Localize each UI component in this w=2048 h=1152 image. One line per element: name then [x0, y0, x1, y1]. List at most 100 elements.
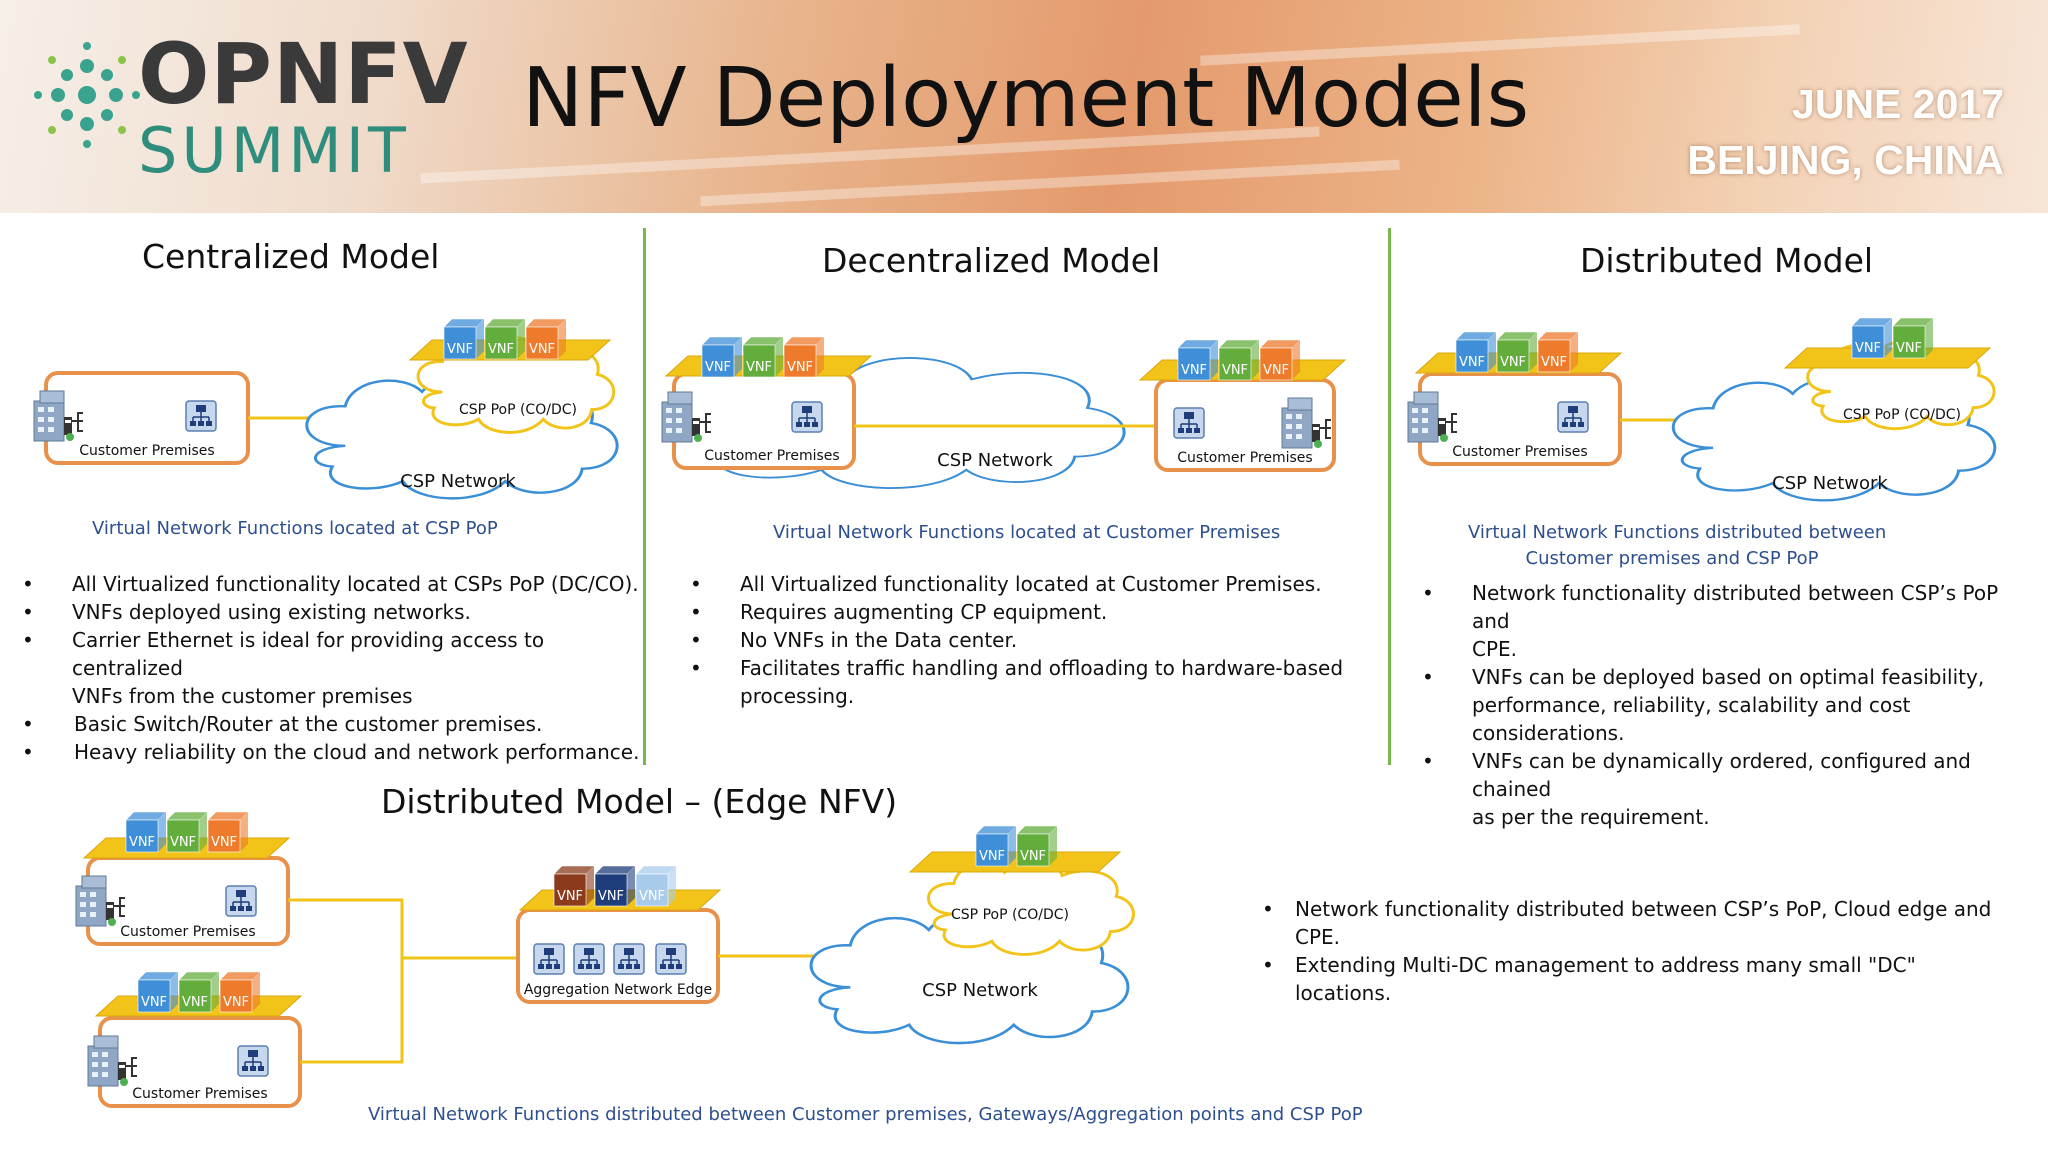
- vnf-icon: [137, 979, 171, 1013]
- vnf-icon: [742, 344, 776, 378]
- aggregation-edge-label: Aggregation Network Edge: [524, 982, 712, 998]
- vnf-icon: [219, 979, 253, 1013]
- switch-icon: [533, 943, 565, 975]
- vnf-icon-side: [775, 337, 783, 377]
- centralized-heading: Centralized Model: [142, 237, 440, 276]
- list-item: •Requires augmenting CP equipment.: [690, 600, 1108, 624]
- vnf-label: VNF: [705, 360, 731, 375]
- list-item-continuation: CPE.: [1295, 925, 1341, 949]
- vnf-label: VNF: [979, 849, 1005, 864]
- vnf-label: VNF: [1020, 849, 1046, 864]
- distributed-bullets: •Network functionality distributed betwe…: [1422, 579, 2042, 831]
- vnf-icon: [1177, 347, 1211, 381]
- vnf-label: VNF: [1181, 363, 1207, 378]
- vnf-label: VNF: [141, 995, 167, 1010]
- customer-premises-label: Customer Premises: [79, 443, 214, 459]
- vnf-label: VNF: [557, 889, 583, 904]
- vnf-label: VNF: [529, 342, 555, 357]
- customer-premises-label: Customer Premises: [704, 448, 839, 464]
- switch-icon: [613, 943, 645, 975]
- switch-icon: [185, 400, 217, 432]
- list-item-continuation: CPE.: [1472, 637, 1518, 661]
- list-item-continuation: as per the requirement.: [1472, 805, 1710, 829]
- vnf-icon: [594, 873, 628, 907]
- vnf-icon: [1259, 347, 1293, 381]
- vnf-icon: [484, 326, 518, 360]
- vnf-icon-side: [158, 812, 166, 852]
- vnf-icon: [166, 819, 200, 853]
- vnf-icon-side: [199, 812, 207, 852]
- column-separator: [643, 228, 646, 765]
- list-item: •Network functionality distributed betwe…: [1262, 897, 1992, 921]
- vnf-icon-side: [586, 866, 594, 906]
- distributed-heading: Distributed Model: [1580, 241, 1874, 280]
- vnf-icon: [783, 344, 817, 378]
- vnf-icon: [443, 326, 477, 360]
- logo-wordmark: OPNFV: [138, 25, 469, 123]
- centralized-caption: Virtual Network Functions located at CSP…: [92, 518, 498, 539]
- customer-premises-label: Customer Premises: [1177, 450, 1312, 466]
- vnf-icon: [1016, 833, 1050, 867]
- vnf-label: VNF: [1263, 363, 1289, 378]
- list-item-continuation: considerations.: [1472, 721, 1625, 745]
- vnf-icon-side: [668, 866, 676, 906]
- switch-icon: [655, 943, 687, 975]
- vnf-icon-side: [1210, 340, 1218, 380]
- vnf-icon-side: [627, 866, 635, 906]
- list-item: •VNFs can be dynamically ordered, config…: [1422, 749, 1971, 801]
- customer-premises-label: Customer Premises: [1452, 444, 1587, 460]
- vnf-label: VNF: [170, 835, 196, 850]
- list-item: •Facilitates traffic handling and offloa…: [690, 656, 1344, 680]
- decentralized-caption: Virtual Network Functions located at Cus…: [773, 522, 1281, 543]
- vnf-label: VNF: [211, 835, 237, 850]
- vnf-icon-side: [1049, 826, 1057, 866]
- csp-pop-label: CSP PoP (CO/DC): [951, 907, 1069, 923]
- vnf-label: VNF: [787, 360, 813, 375]
- list-item: •Network functionality distributed betwe…: [1422, 581, 1999, 633]
- vnf-label: VNF: [1855, 341, 1881, 356]
- vnf-label: VNF: [598, 889, 624, 904]
- vnf-label: VNF: [129, 835, 155, 850]
- vnf-icon-side: [734, 337, 742, 377]
- csp-pop-label: CSP PoP (CO/DC): [1843, 407, 1961, 423]
- vnf-label: VNF: [488, 342, 514, 357]
- vnf-icon-side: [211, 972, 219, 1012]
- logo-subtitle: SUMMIT: [138, 114, 410, 187]
- decentralized-bullets: •All Virtualized functionality located a…: [690, 570, 1350, 710]
- vnf-icon: [1218, 347, 1252, 381]
- vnf-icon: [1455, 339, 1489, 373]
- vnf-icon-side: [1488, 332, 1496, 372]
- vnf-icon-side: [517, 319, 525, 359]
- slide-title: NFV Deployment Models: [522, 51, 1530, 146]
- list-item: •Heavy reliability on the cloud and netw…: [22, 740, 640, 764]
- switch-icon: [225, 885, 257, 917]
- vnf-icon-side: [240, 812, 248, 852]
- vnf-platform: [908, 851, 1122, 873]
- list-item-continuation: locations.: [1295, 981, 1392, 1005]
- list-item: •Basic Switch/Router at the customer pre…: [22, 712, 543, 736]
- vnf-icon-side: [1008, 826, 1016, 866]
- vnf-icon-side: [558, 319, 566, 359]
- vnf-icon: [125, 819, 159, 853]
- edge-heading: Distributed Model – (Edge NFV): [381, 782, 898, 821]
- switch-icon: [573, 943, 605, 975]
- vnf-label: VNF: [1541, 355, 1567, 370]
- list-item-continuation: VNFs from the customer premises: [72, 684, 413, 708]
- vnf-icon-side: [1251, 340, 1259, 380]
- list-item: •Extending Multi-DC management to addres…: [1262, 953, 1916, 977]
- vnf-label: VNF: [1896, 341, 1922, 356]
- list-item: •All Virtualized functionality located a…: [22, 572, 639, 596]
- vnf-label: VNF: [182, 995, 208, 1010]
- vnf-icon-side: [816, 337, 824, 377]
- switch-icon: [1557, 401, 1589, 433]
- list-item: •No VNFs in the Data center.: [690, 628, 1018, 652]
- vnf-icon: [178, 979, 212, 1013]
- link-line: [288, 898, 404, 1064]
- event-date: JUNE 2017: [1792, 81, 2004, 127]
- vnf-icon: [207, 819, 241, 853]
- vnf-icon: [635, 873, 669, 907]
- list-item: •Carrier Ethernet is ideal for providing…: [22, 628, 545, 680]
- edge-caption: Virtual Network Functions distributed be…: [368, 1104, 1363, 1125]
- header-banner: OPNFV SUMMIT NFV Deployment Models JUNE …: [0, 0, 2048, 213]
